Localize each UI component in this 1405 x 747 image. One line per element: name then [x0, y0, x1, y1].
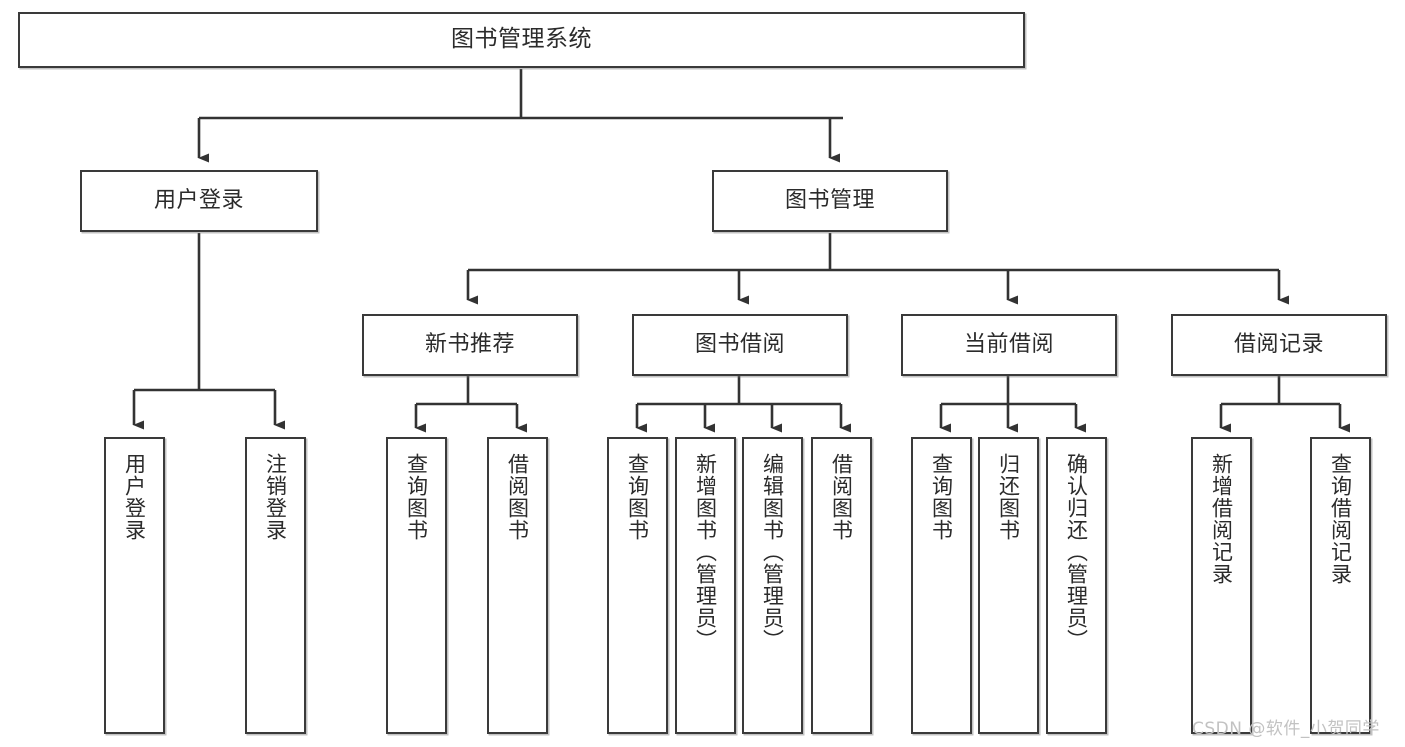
node-label: 借阅图书	[829, 453, 854, 541]
node-label: 注销登录	[263, 453, 288, 541]
node-new-book-recommend[interactable]: 新书推荐	[362, 314, 578, 376]
node-user-login[interactable]: 用户登录	[80, 170, 318, 232]
leaf-add-book[interactable]: 新增图书（管理员）	[675, 437, 736, 734]
node-label: 编辑图书（管理员）	[760, 453, 785, 651]
node-book-borrow[interactable]: 图书借阅	[632, 314, 848, 376]
leaf-logout-login[interactable]: 注销登录	[245, 437, 306, 734]
leaf-query-record[interactable]: 查询借阅记录	[1310, 437, 1371, 734]
node-label: 查询借阅记录	[1328, 453, 1353, 585]
leaf-borrow-book-2[interactable]: 借阅图书	[811, 437, 872, 734]
watermark-text: CSDN @软件_小贺同学	[1192, 719, 1380, 739]
node-label: 查询图书	[404, 453, 429, 541]
node-root-system[interactable]: 图书管理系统	[18, 12, 1025, 68]
node-book-manage[interactable]: 图书管理	[712, 170, 948, 232]
node-label: 借阅记录	[1233, 332, 1324, 358]
leaf-query-book-3[interactable]: 查询图书	[911, 437, 972, 734]
leaf-query-book-1[interactable]: 查询图书	[386, 437, 447, 734]
node-label: 图书借阅	[694, 332, 785, 358]
node-label: 新增图书（管理员）	[693, 453, 718, 651]
leaf-confirm-return[interactable]: 确认归还（管理员）	[1046, 437, 1107, 734]
node-label: 用户登录	[122, 453, 147, 541]
leaf-query-book-2[interactable]: 查询图书	[607, 437, 668, 734]
node-label: 新书推荐	[424, 332, 515, 358]
node-label: 归还图书	[996, 453, 1021, 541]
leaf-borrow-book-1[interactable]: 借阅图书	[487, 437, 548, 734]
node-label: 图书管理	[784, 188, 875, 214]
node-label: 查询图书	[625, 453, 650, 541]
leaf-return-book[interactable]: 归还图书	[978, 437, 1039, 734]
leaf-edit-book[interactable]: 编辑图书（管理员）	[742, 437, 803, 734]
leaf-user-login[interactable]: 用户登录	[104, 437, 165, 734]
node-label: 确认归还（管理员）	[1064, 453, 1089, 651]
leaf-add-record[interactable]: 新增借阅记录	[1191, 437, 1252, 734]
node-label: 借阅图书	[505, 453, 530, 541]
node-label: 图书管理系统	[451, 26, 592, 53]
node-label: 当前借阅	[963, 332, 1054, 358]
node-label: 查询图书	[929, 453, 954, 541]
node-label: 新增借阅记录	[1209, 453, 1234, 585]
node-current-borrow[interactable]: 当前借阅	[901, 314, 1117, 376]
node-label: 用户登录	[153, 188, 244, 214]
node-borrow-record[interactable]: 借阅记录	[1171, 314, 1387, 376]
